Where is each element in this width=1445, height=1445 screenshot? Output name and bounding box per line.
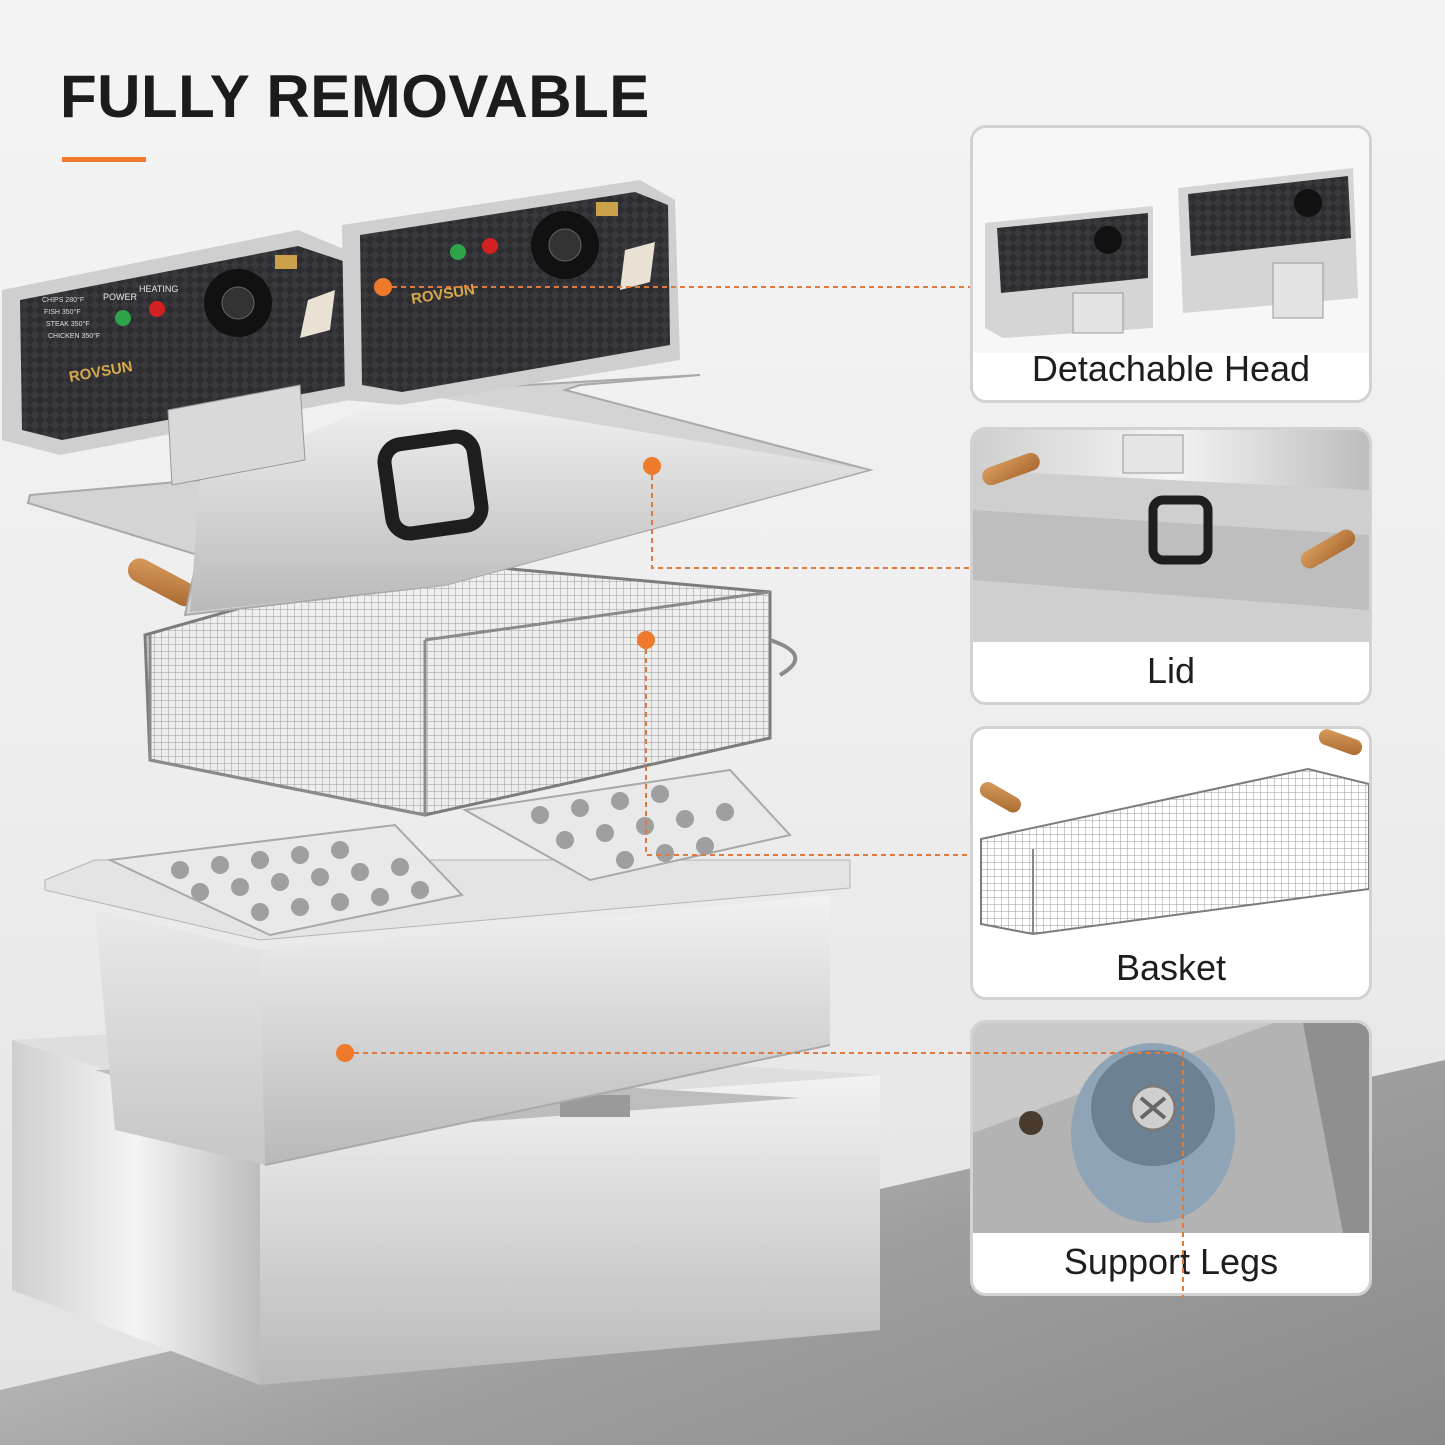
callout-label-detachable-head: Detachable Head <box>1031 348 1311 389</box>
lid <box>26 374 874 617</box>
control-head-right <box>342 180 680 405</box>
menu-list: CHIPS 280°F FISH 350°F STEAK 350°F CHICK… <box>42 296 100 340</box>
indicator-heating-label: HEATING <box>139 284 178 294</box>
lid-photo <box>973 430 1369 642</box>
title-underline <box>62 157 146 162</box>
basket-photo <box>973 729 1369 944</box>
callout-label-support-legs: Support Legs <box>1063 1241 1279 1282</box>
menu-item: FISH 350°F <box>44 308 81 316</box>
callout-card-detachable-head: Detachable Head <box>970 125 1372 403</box>
menu-item: STEAK 350°F <box>46 320 90 328</box>
control-head-left <box>2 230 360 486</box>
indicator-power-label: POWER <box>103 292 138 302</box>
callout-label-basket: Basket <box>1115 947 1227 988</box>
callout-card-support-legs: Support Legs <box>970 1020 1372 1296</box>
detachable-head-photo <box>973 128 1369 353</box>
callout-label-lid: Lid <box>1146 650 1196 691</box>
menu-item: CHICKEN 350°F <box>48 332 100 340</box>
perforated-plate-left <box>106 823 464 937</box>
fryer-exploded-view: ROVSUN ROVSUN POWER HEATING CHIPS 280°F … <box>2 180 880 1385</box>
page-title: FULLY REMOVABLE <box>60 63 650 130</box>
callout-card-lid: Lid <box>970 427 1372 705</box>
menu-item: CHIPS 280°F <box>42 296 84 304</box>
support-legs-photo <box>973 1023 1369 1233</box>
callout-card-basket: Basket <box>970 726 1372 1000</box>
